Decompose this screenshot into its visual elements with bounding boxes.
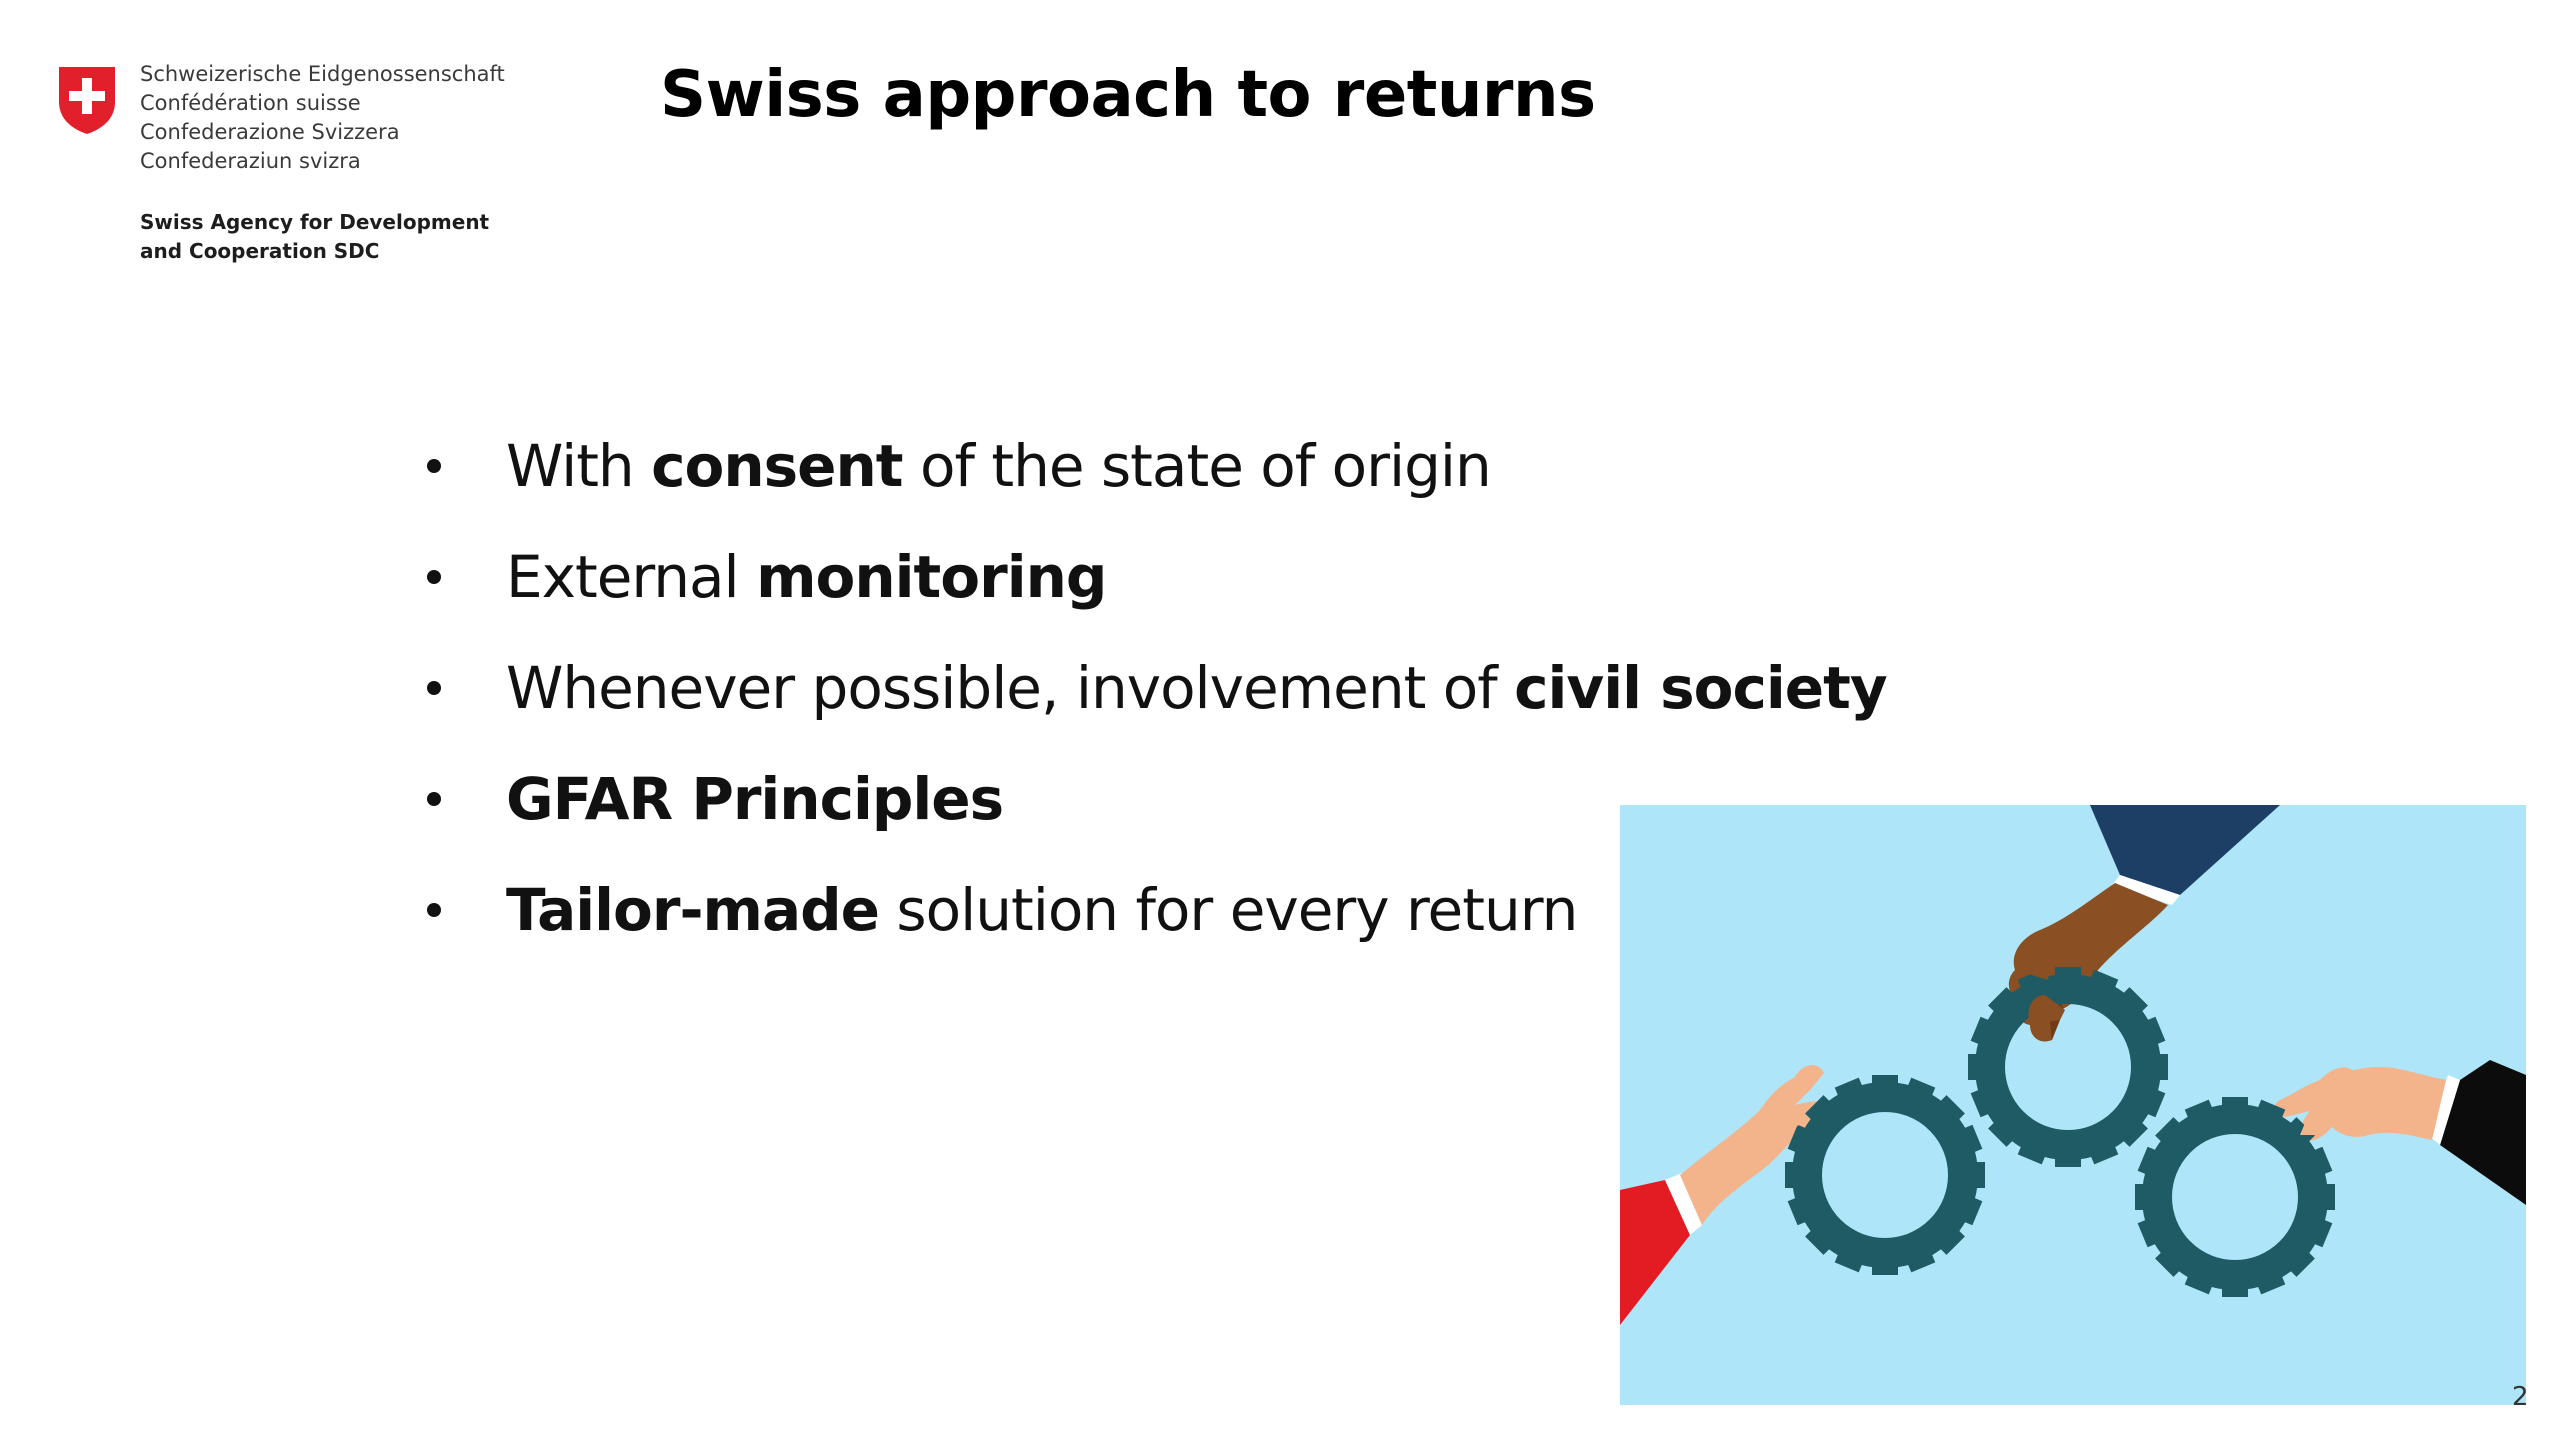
bullet-point-icon [427,680,441,695]
sdc-logo: Schweizerische Eidgenossenschaft Confédé… [56,60,516,280]
bullet-text: GFAR Principles [506,764,1004,833]
swiss-cross-shield-icon [59,67,115,134]
bullet-point-icon [427,458,441,473]
bullet-point-icon [427,569,441,584]
sleeve-top [2090,805,2280,895]
sleeve-left [1620,1180,1690,1325]
logo-name-german: Schweizerische Eidgenossenschaft [140,62,505,86]
bullet-text: Whenever possible, involvement of civil … [506,653,1888,722]
logo-name-french: Confédération suisse [140,91,361,115]
sleeve-right [2440,1060,2526,1205]
bullet-point-icon [427,902,441,917]
hands-turning-gears-illustration [1620,805,2526,1405]
hand-left [1680,1075,1847,1225]
logo-name-italian: Confederazione Svizzera [140,120,400,144]
agency-name-line2: and Cooperation SDC [140,239,380,263]
slide-title: Swiss approach to returns [660,58,1596,132]
confederation-names: Schweizerische Eidgenossenschaft Confédé… [140,60,505,176]
bullet-text: With consent of the state of origin [506,431,1492,500]
page-number: 2 [2512,1382,2529,1412]
logo-name-romansh: Confederaziun svizra [140,149,361,173]
agency-name: Swiss Agency for Development and Coopera… [140,208,489,266]
bullet-text: Tailor-made solution for every return [506,875,1578,944]
bullet-text: External monitoring [506,542,1107,611]
agency-name-line1: Swiss Agency for Development [140,210,490,234]
bullet-point-icon [427,791,441,806]
